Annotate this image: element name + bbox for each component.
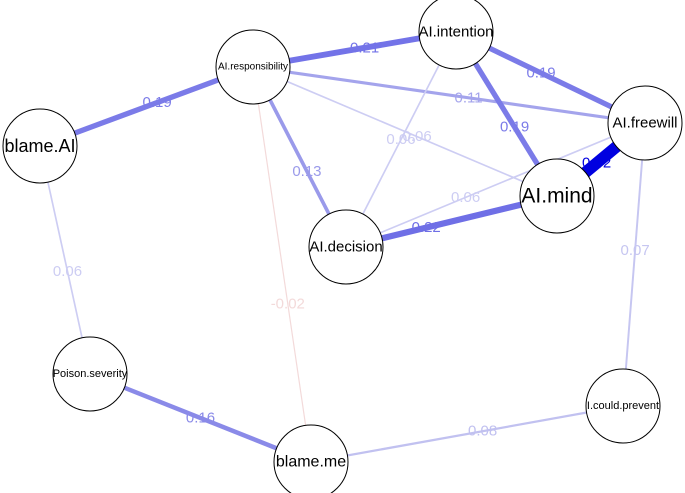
edge-label-ai_responsibility-ai_freewill: 0.11 [455,89,483,106]
node-label-blame_ai: blame.AI [4,136,75,156]
node-label-ai_intention: AI.intention [418,24,493,41]
edge-ai_freewill-ai_decision [345,122,646,248]
edge-label-ai_responsibility-ai_mind: 0.06 [403,128,432,145]
edge-label-ai_freewill-i_could_prevent: 0.07 [620,242,649,259]
node-circle-ai_mind [519,158,595,234]
node-ai_decision: AI.decision [308,209,384,285]
node-label-poison_severity: Poison.severity [53,368,128,380]
edge-label-blame_ai-poison_severity: 0.06 [53,263,82,280]
node-label-ai_freewill: AI.freewill [612,115,677,132]
node-circle-ai_freewill [607,85,683,161]
node-circle-ai_decision [308,209,384,285]
edge-ai_freewill-i_could_prevent [622,122,646,407]
node-i_could_prevent: I.could.prevent [585,368,661,444]
node-label-ai_responsibility: AI.responsibility [218,62,288,73]
edge-label-ai_responsibility-ai_intention: 0.21 [350,39,379,56]
edge-ai_responsibility-ai_freewill [252,65,646,125]
edge-label-blame_me-i_could_prevent: 0.08 [468,423,497,440]
node-blame_me: blame.me [273,424,349,493]
edge-label-ai_intention-ai_mind: 0.19 [500,119,529,136]
edge-labels-layer: 0.190.210.190.110.190.420.130.060.060.06… [53,39,650,439]
edge-blame_ai-ai_responsibility [39,64,254,149]
node-ai_freewill: AI.freewill [607,85,683,161]
node-ai_mind: AI.mind [519,158,595,234]
edge-label-ai_freewill-ai_mind: 0.42 [582,155,611,172]
edge-ai_intention-ai_decision [345,31,457,248]
node-ai_responsibility: AI.responsibility [215,29,291,105]
node-label-i_could_prevent: I.could.prevent [587,400,659,412]
node-poison_severity: Poison.severity [52,336,128,412]
node-circle-i_could_prevent [585,368,661,444]
edge-blame_me-i_could_prevent [310,404,624,464]
edge-label-ai_decision-ai_mind: 0.22 [412,219,441,236]
node-ai_intention: AI.intention [418,0,494,70]
node-circle-blame_ai [2,108,78,184]
node-label-ai_decision: AI.decision [309,239,382,256]
edge-label-ai_intention-ai_decision: 0.06 [386,131,415,148]
node-label-blame_me: blame.me [276,454,346,471]
edge-label-ai_intention-ai_freewill: 0.19 [526,64,555,81]
node-label-ai_mind: AI.mind [521,185,592,208]
node-circle-poison_severity [52,336,128,412]
edge-label-ai_freewill-ai_decision: 0.06 [451,189,480,206]
node-blame_ai: blame.AI [2,108,78,184]
edge-blame_ai-poison_severity [39,145,91,375]
node-circle-blame_me [273,424,349,493]
edge-label-ai_responsibility-ai_decision: 0.13 [292,163,321,180]
edge-label-ai_responsibility-blame_me: -0.02 [271,296,305,313]
node-circle-ai_responsibility [215,29,291,105]
edge-label-poison_severity-blame_me: 0.16 [186,410,215,427]
node-circle-ai_intention [418,0,494,70]
edge-ai_responsibility-blame_me [252,66,312,463]
edge-poison_severity-blame_me [89,371,312,465]
edge-label-blame_ai-ai_responsibility: 0.19 [143,94,172,111]
